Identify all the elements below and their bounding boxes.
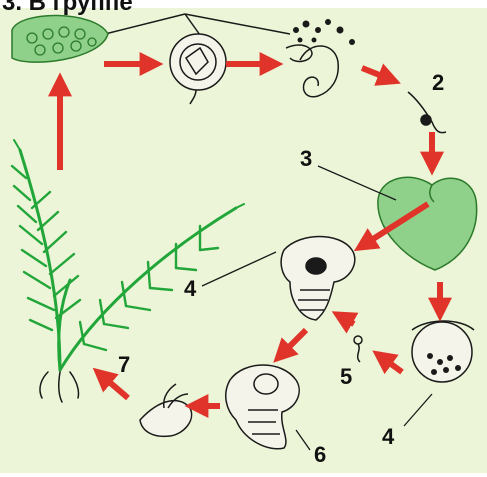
label-3: 3 [300, 146, 312, 171]
label-7: 7 [118, 352, 130, 377]
label-4-upper: 4 [184, 276, 197, 301]
label-6: 6 [314, 442, 326, 467]
label-4-lower: 4 [382, 424, 395, 449]
header-title: 3. В группе [2, 0, 133, 16]
label-5: 5 [340, 364, 352, 389]
label-2: 2 [432, 70, 444, 95]
